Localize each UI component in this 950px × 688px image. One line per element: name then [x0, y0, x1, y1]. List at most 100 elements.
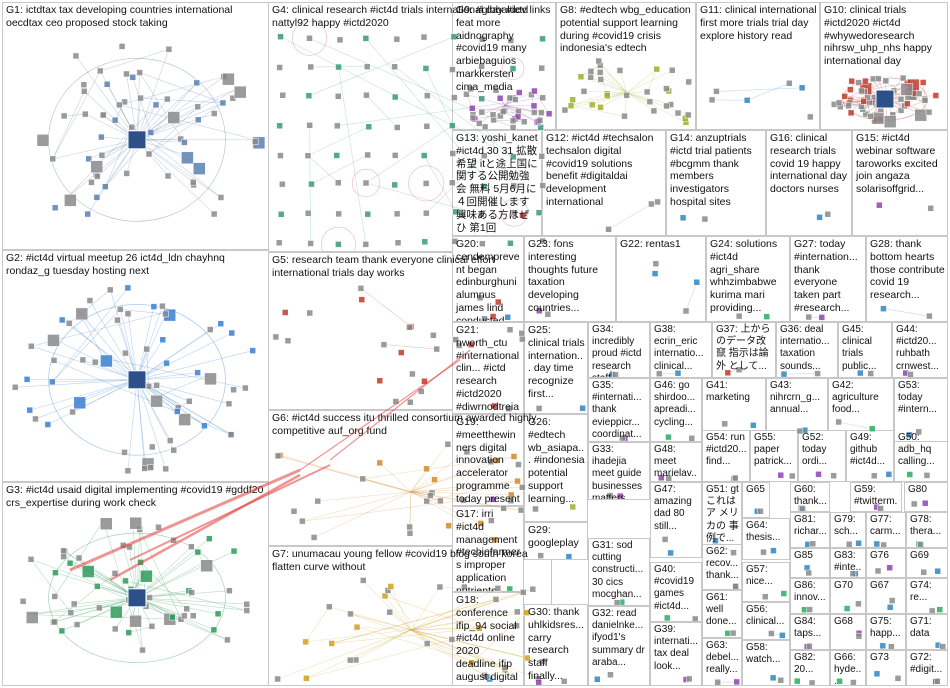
- user-node[interactable]: [190, 179, 196, 185]
- user-node[interactable]: [732, 475, 738, 481]
- user-node[interactable]: [299, 518, 305, 524]
- user-node[interactable]: [126, 630, 132, 636]
- user-node[interactable]: [315, 498, 321, 504]
- group-cell-g31[interactable]: G31: sod cutting constructi... 30 cics m…: [588, 538, 650, 606]
- user-node[interactable]: [244, 601, 250, 607]
- group-cell-g79[interactable]: G79: sch...: [830, 512, 866, 548]
- user-node[interactable]: [881, 542, 887, 548]
- user-node[interactable]: [692, 616, 698, 622]
- user-node[interactable]: [94, 583, 100, 589]
- user-node[interactable]: [423, 65, 429, 71]
- user-node[interactable]: [392, 94, 398, 100]
- user-node[interactable]: [901, 83, 913, 95]
- user-node[interactable]: [422, 239, 428, 245]
- user-node[interactable]: [856, 633, 862, 639]
- group-cell-g52[interactable]: G52: today ordi...: [798, 430, 846, 482]
- user-node[interactable]: [226, 588, 232, 594]
- user-node[interactable]: [794, 678, 800, 684]
- user-node[interactable]: [171, 447, 177, 453]
- user-node[interactable]: [709, 97, 715, 103]
- user-node[interactable]: [242, 385, 248, 391]
- user-node[interactable]: [806, 314, 812, 320]
- user-node[interactable]: [669, 67, 675, 73]
- user-node[interactable]: [895, 675, 901, 681]
- user-node[interactable]: [305, 153, 311, 159]
- user-node[interactable]: [122, 350, 128, 356]
- user-node[interactable]: [588, 68, 594, 74]
- user-node[interactable]: [421, 378, 427, 384]
- user-node[interactable]: [149, 444, 155, 450]
- user-node[interactable]: [112, 570, 118, 576]
- user-node[interactable]: [847, 87, 853, 93]
- group-cell-g71[interactable]: G71: data: [906, 614, 948, 650]
- group-cell-g40[interactable]: G40: #covid19 games #ict4d...: [650, 562, 702, 622]
- user-node[interactable]: [445, 441, 451, 447]
- group-cell-g81[interactable]: G81: richar...: [790, 512, 830, 548]
- user-node[interactable]: [779, 632, 785, 638]
- user-node[interactable]: [665, 434, 671, 440]
- group-cell-g30[interactable]: G30: thank uhlkidsres... carry research …: [524, 604, 588, 686]
- user-node[interactable]: [28, 343, 34, 349]
- user-node[interactable]: [74, 397, 86, 409]
- user-node[interactable]: [207, 327, 213, 333]
- user-node[interactable]: [407, 399, 413, 405]
- user-node[interactable]: [922, 500, 928, 506]
- user-node[interactable]: [97, 68, 103, 74]
- user-node[interactable]: [336, 64, 342, 70]
- user-node[interactable]: [394, 36, 400, 42]
- user-node[interactable]: [377, 378, 383, 384]
- user-node[interactable]: [750, 422, 756, 428]
- user-node[interactable]: [580, 405, 586, 411]
- user-node[interactable]: [675, 110, 681, 116]
- user-node[interactable]: [138, 559, 144, 565]
- user-node[interactable]: [915, 109, 927, 121]
- user-node[interactable]: [713, 88, 719, 94]
- user-node[interactable]: [116, 102, 122, 108]
- user-node[interactable]: [278, 211, 284, 217]
- user-node[interactable]: [226, 401, 232, 407]
- group-cell-g20[interactable]: G20: cendemprevent began edinburghuni al…: [452, 236, 524, 322]
- user-node[interactable]: [597, 69, 603, 75]
- user-node[interactable]: [193, 163, 205, 175]
- user-node[interactable]: [277, 153, 283, 159]
- group-cell-g72[interactable]: G72: #digit...: [906, 650, 948, 686]
- user-node[interactable]: [868, 113, 874, 119]
- user-node[interactable]: [424, 641, 430, 647]
- user-node[interactable]: [119, 43, 125, 49]
- user-node[interactable]: [163, 466, 169, 472]
- user-node[interactable]: [360, 577, 366, 583]
- user-node[interactable]: [382, 593, 388, 599]
- user-node[interactable]: [886, 471, 892, 477]
- user-node[interactable]: [20, 598, 26, 604]
- user-node[interactable]: [424, 498, 430, 504]
- user-node[interactable]: [149, 623, 155, 629]
- user-node[interactable]: [856, 80, 862, 86]
- user-node[interactable]: [87, 298, 93, 304]
- group-cell-g75[interactable]: G75: happ...: [866, 614, 906, 650]
- user-node[interactable]: [70, 409, 76, 415]
- user-node[interactable]: [395, 240, 401, 246]
- user-node[interactable]: [836, 419, 842, 425]
- group-cell-g26[interactable]: G26: #edtech wb_asiapa... #indonesia pot…: [524, 414, 588, 522]
- user-node[interactable]: [846, 541, 852, 547]
- group-cell-g25[interactable]: G25: clinical trials internation... day …: [524, 322, 588, 414]
- user-node[interactable]: [871, 473, 877, 479]
- user-node[interactable]: [206, 536, 212, 542]
- user-node[interactable]: [421, 34, 427, 40]
- user-node[interactable]: [521, 119, 527, 125]
- user-node[interactable]: [171, 537, 177, 543]
- user-node[interactable]: [311, 534, 317, 540]
- user-node[interactable]: [12, 384, 18, 390]
- user-node[interactable]: [363, 92, 369, 98]
- group-cell-g48[interactable]: G48: meet marielav... one...: [650, 442, 702, 482]
- user-node[interactable]: [359, 297, 365, 303]
- user-node[interactable]: [222, 73, 234, 85]
- user-node[interactable]: [381, 342, 387, 348]
- user-node[interactable]: [594, 676, 600, 682]
- group-cell-g12[interactable]: G12: #ict4d #techsalon techsalon digital…: [542, 130, 666, 236]
- user-node[interactable]: [566, 554, 572, 560]
- user-node[interactable]: [733, 583, 739, 589]
- user-node[interactable]: [52, 205, 58, 211]
- group-cell-g73[interactable]: G73: [866, 650, 906, 686]
- user-node[interactable]: [663, 86, 669, 92]
